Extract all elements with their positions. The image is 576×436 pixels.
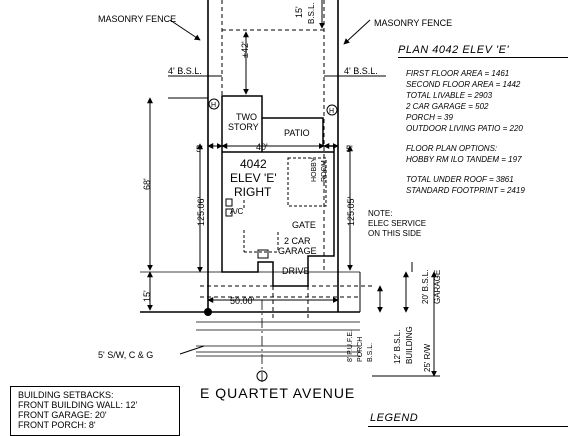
ac-unit: [225, 198, 233, 207]
gate-label: GATE: [292, 220, 316, 230]
option-line: FLOOR PLAN OPTIONS:: [406, 144, 498, 153]
ac-label: A/C: [230, 207, 244, 216]
hose-bib-label: H: [329, 108, 334, 115]
garage-label: 2 CAR: [284, 236, 311, 246]
legend-heading: LEGEND: [370, 412, 419, 424]
legend-rule: [368, 426, 568, 427]
area-line: OUTDOOR LIVING PATIO = 220: [406, 124, 523, 133]
row-label: 25' R/W: [423, 343, 432, 372]
masonry-fence-label-left: MASONRY FENCE: [98, 14, 176, 24]
patio-label: PATIO: [284, 128, 310, 138]
side-bsl-right: 4' B.S.L.: [344, 66, 378, 76]
area-line: TOTAL LIVABLE = 2903: [406, 91, 493, 100]
area-line: PORCH = 39: [406, 113, 453, 122]
hose-bib-label: H: [211, 102, 216, 109]
pufe-label: B.S.L.: [367, 343, 374, 362]
area-line: 2 CAR GARAGE = 502: [406, 102, 489, 111]
hobby-room-label: HOBBY: [311, 157, 318, 182]
lot-depth-right: 125.05': [346, 196, 356, 226]
area-notes: FIRST FLOOR AREA = 1461 SECOND FLOOR ARE…: [406, 68, 571, 196]
street-name: E QUARTET AVENUE: [200, 385, 355, 401]
setbacks-box: BUILDING SETBACKS: FRONT BUILDING WALL: …: [10, 386, 180, 436]
garage-bsl-label: 20' B.S.L.: [421, 270, 430, 304]
side-bsl-left: 4' B.S.L.: [168, 66, 202, 76]
front-15-dim: 15': [142, 290, 152, 302]
two-story-label: TWO: [236, 112, 257, 122]
setback-line: FRONT PORCH: 8': [18, 420, 96, 430]
elec-note: ON THIS SIDE: [368, 229, 421, 238]
rear-bsl-dim: 15': [294, 6, 304, 18]
sidewalk-label: 5' S/W, C & G: [98, 350, 153, 360]
total-line: TOTAL UNDER ROOF = 3861: [406, 175, 514, 184]
ac-unit: [225, 208, 233, 217]
garage-bsl-label: GARAGE: [433, 270, 442, 304]
lot-depth-left: 125.06': [196, 196, 206, 226]
total-line: STANDARD FOOTPRINT = 2419: [406, 186, 525, 195]
elec-note: ELEC SERVICE: [368, 219, 426, 228]
dim-5-left: 5': [196, 144, 203, 154]
setback-line: FRONT BUILDING WALL: 12': [18, 400, 138, 410]
hobby-room-label: ROOM: [321, 160, 328, 182]
depth-68-dim: 68': [142, 178, 152, 190]
dim-5-right: 5': [346, 144, 353, 154]
utility-marker: [204, 308, 212, 316]
building-bsl-label: BUILDING: [405, 326, 414, 364]
hose-bib-icon: [326, 104, 338, 116]
area-line: SECOND FLOOR AREA = 1442: [406, 80, 521, 89]
dim-42: ±42': [240, 41, 250, 58]
plan-orientation: RIGHT: [234, 185, 272, 199]
building-bsl-label: 12' B.S.L.: [393, 330, 402, 364]
drive-label: DRIVE: [282, 266, 310, 276]
setback-line: FRONT GARAGE: 20': [18, 410, 107, 420]
pufe-label: 8' P.U.F.E.: [347, 330, 354, 362]
setback-line: BUILDING SETBACKS:: [18, 390, 114, 400]
dim-40: 40': [256, 142, 268, 152]
plan-number: 4042: [240, 157, 267, 171]
two-story-label: STORY: [228, 122, 259, 132]
plan-title: PLAN 4042 ELEV 'E': [398, 44, 568, 58]
rear-bsl-label: B.S.L.: [307, 2, 316, 24]
pufe-label: PORCH: [357, 337, 364, 362]
masonry-fence-label-right: MASONRY FENCE: [374, 18, 452, 28]
area-line: FIRST FLOOR AREA = 1461: [406, 69, 510, 78]
plan-elevation: ELEV 'E': [230, 171, 277, 185]
option-line: HOBBY RM ILO TANDEM = 197: [406, 155, 522, 164]
garage-label: GARAGE: [278, 246, 317, 256]
house-outline: [221, 95, 335, 287]
elec-note: NOTE:: [368, 209, 392, 218]
frontage-dim: 50.00': [230, 296, 255, 306]
hobby-room-outline: [287, 157, 327, 207]
hose-bib-icon: [208, 98, 220, 110]
